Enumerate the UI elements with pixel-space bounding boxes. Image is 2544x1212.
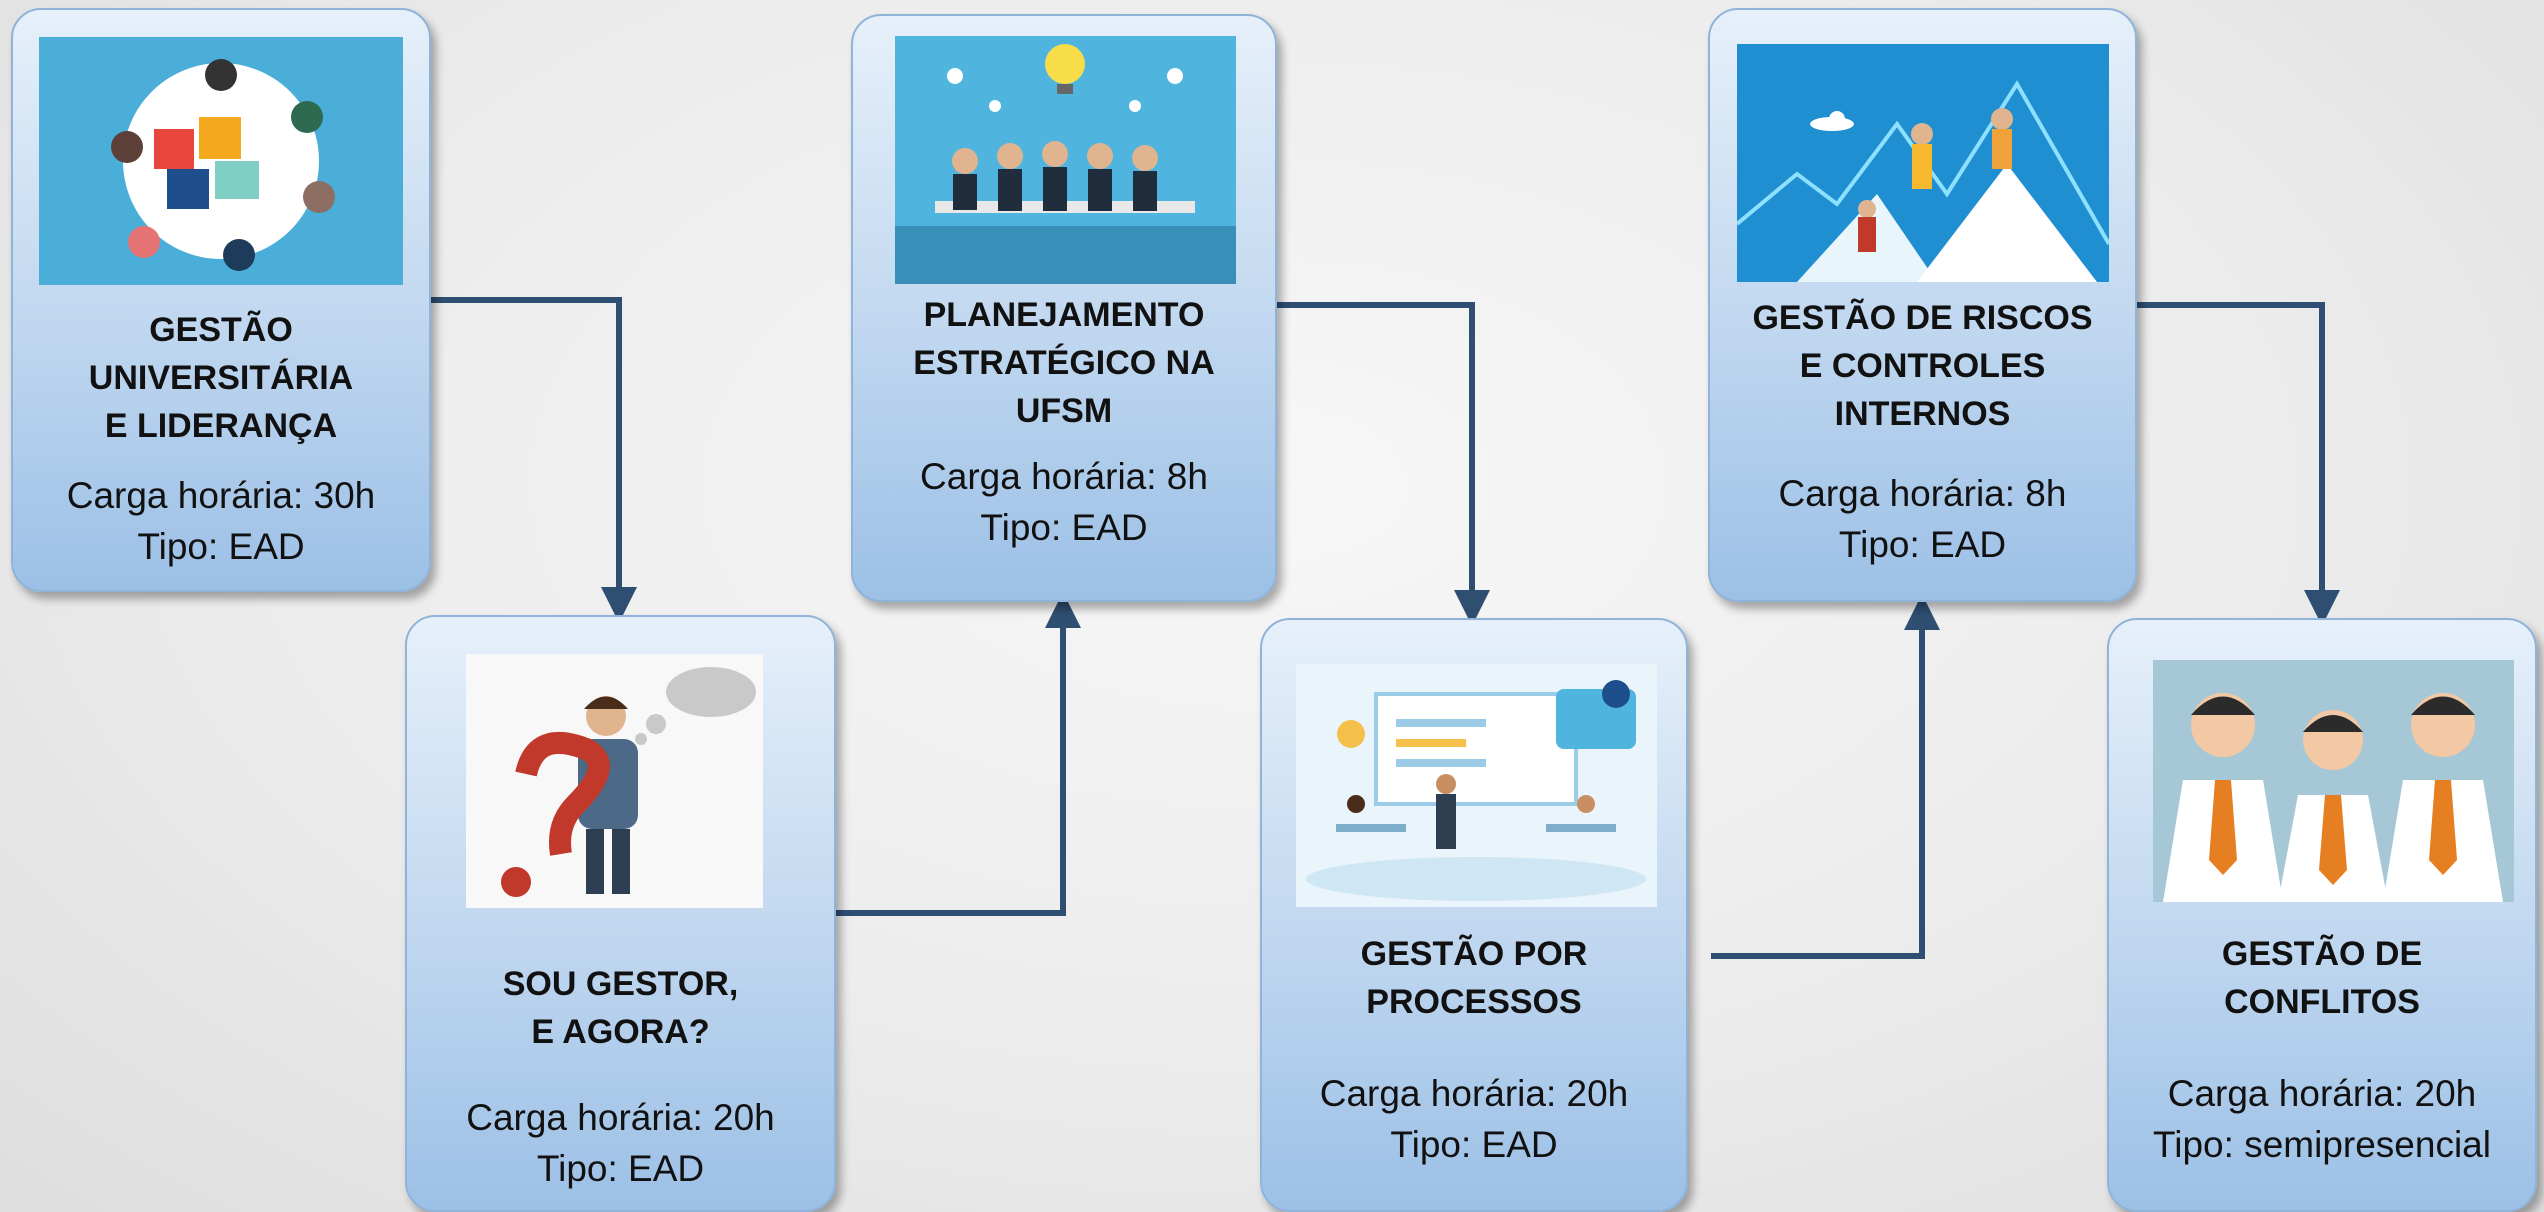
course-hours: Carga horária: 20h	[1319, 1073, 1629, 1114]
course-type: Tipo: EAD	[137, 526, 305, 567]
course-title: GESTÃO DE CONFLITOS	[2221, 935, 2423, 1021]
mountain-climbers-image	[1737, 44, 2109, 282]
course-info: Carga horária: 20h Tipo: EAD	[407, 1092, 834, 1194]
course-title: GESTÃO UNIVERSITÁRIA E LIDERANÇA	[88, 311, 354, 445]
course-info: Carga horária: 20h Tipo: EAD	[1262, 1068, 1686, 1170]
course-type: Tipo: EAD	[536, 1148, 705, 1189]
course-type: Tipo: EAD	[1390, 1124, 1558, 1165]
course-hours: Carga horária: 20h	[466, 1097, 775, 1138]
course-info: Carga horária: 8h Tipo: EAD	[1710, 468, 2135, 570]
team-meeting-image	[895, 36, 1236, 284]
arrow-2-to-3	[836, 592, 1081, 916]
course-hours: Carga horária: 20h	[2167, 1073, 2477, 1114]
conflict-mediation-image	[2153, 660, 2514, 902]
course-card-gestao-processos[interactable]: GESTÃO POR PROCESSOS Carga horária: 20h …	[1260, 618, 1688, 1212]
course-card-sou-gestor[interactable]: SOU GESTOR, E AGORA? Carga horária: 20h …	[405, 615, 836, 1212]
arrow-4-to-5	[1711, 594, 1940, 959]
course-type: Tipo: EAD	[1838, 524, 2007, 565]
course-title: GESTÃO DE RISCOS E CONTROLES INTERNOS	[1752, 299, 2093, 433]
course-hours: Carga horária: 30h	[66, 475, 376, 516]
confused-manager-image	[466, 654, 763, 908]
arrow-1-to-2	[431, 297, 637, 623]
puzzle-team-image	[39, 37, 403, 285]
course-type: Tipo: EAD	[980, 507, 1148, 548]
course-title: GESTÃO POR PROCESSOS	[1360, 935, 1588, 1021]
course-hours: Carga horária: 8h	[920, 456, 1208, 497]
course-card-gestao-riscos[interactable]: GESTÃO DE RISCOS E CONTROLES INTERNOS Ca…	[1708, 8, 2137, 602]
course-info: Carga horária: 20h Tipo: semipresencial	[2109, 1068, 2535, 1170]
course-info: Carga horária: 30h Tipo: EAD	[13, 470, 429, 572]
arrow-3-to-4	[1277, 302, 1490, 626]
process-presentation-image	[1296, 664, 1657, 907]
arrow-5-to-6	[2137, 302, 2340, 626]
course-card-planejamento-estrategico[interactable]: PLANEJAMENTO ESTRATÉGICO NA UFSM Carga h…	[851, 14, 1277, 602]
course-info: Carga horária: 8h Tipo: EAD	[853, 451, 1275, 553]
course-title: SOU GESTOR, E AGORA?	[502, 965, 739, 1051]
course-type: Tipo: semipresencial	[2153, 1124, 2491, 1165]
course-hours: Carga horária: 8h	[1778, 473, 2067, 514]
course-card-gestao-conflitos[interactable]: GESTÃO DE CONFLITOS Carga horária: 20h T…	[2107, 618, 2537, 1212]
course-card-gestao-universitaria[interactable]: GESTÃO UNIVERSITÁRIA E LIDERANÇA Carga h…	[11, 8, 431, 592]
course-title: PLANEJAMENTO ESTRATÉGICO NA UFSM	[913, 296, 1215, 430]
